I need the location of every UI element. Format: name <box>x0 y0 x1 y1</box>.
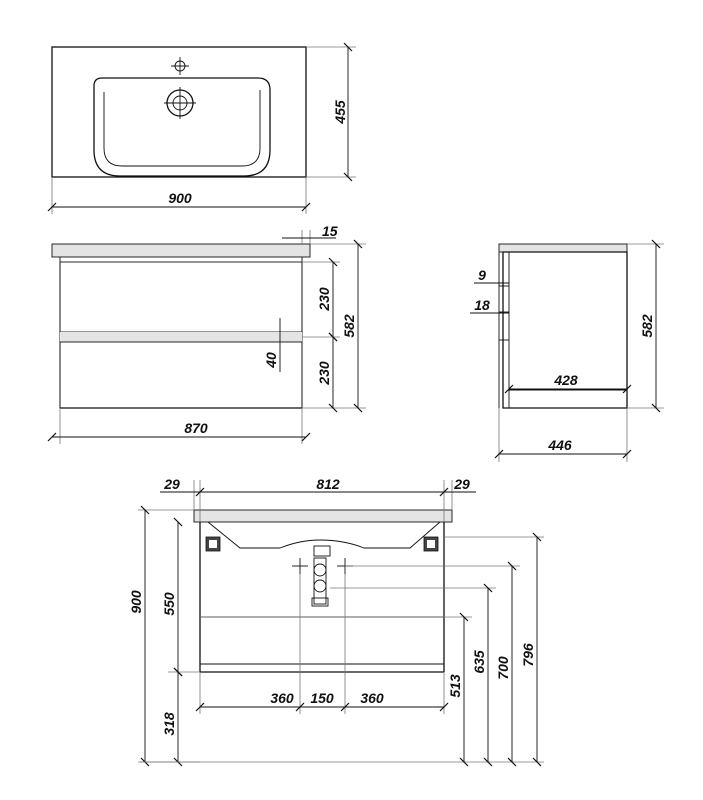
dim-label-700: 700 <box>495 656 511 680</box>
dim-label-230-upper: 230 <box>316 287 332 312</box>
dim-label-360-left: 360 <box>270 690 294 706</box>
dim-label-15: 15 <box>322 223 338 239</box>
dim-label-582-side: 582 <box>639 314 655 338</box>
dim-label-550: 550 <box>161 592 177 616</box>
siphon-icon <box>311 545 331 607</box>
dim-label-446: 446 <box>547 437 572 453</box>
dim-label-360-right: 360 <box>360 690 384 706</box>
dim-label-318: 318 <box>161 712 177 736</box>
top-view-outline <box>51 46 307 178</box>
dim-label-796: 796 <box>520 643 536 667</box>
drawer-lower <box>59 341 303 409</box>
dim-label-455: 455 <box>332 100 348 125</box>
installation-view: 29 812 29 900 550 318 360 150 360 513 63… <box>128 476 544 767</box>
basin-outline <box>93 77 271 177</box>
side-countertop <box>499 244 627 252</box>
dim-label-40: 40 <box>263 352 279 369</box>
dim-label-230-lower: 230 <box>316 361 332 386</box>
dim-label-870: 870 <box>184 420 208 436</box>
drain-icon <box>164 87 196 119</box>
dim-label-428: 428 <box>553 372 578 388</box>
side-view: 9 18 582 428 446 <box>470 239 664 462</box>
dim-label-18: 18 <box>474 297 490 313</box>
dim-label-812: 812 <box>316 476 340 492</box>
front-view: 15 230 230 582 40 870 <box>47 223 366 444</box>
basin-inner-outline <box>103 90 261 167</box>
dim-label-900-wall: 900 <box>128 590 144 614</box>
dim-label-29-right: 29 <box>453 476 470 492</box>
wall-basin-profile <box>207 521 441 549</box>
dim-label-513: 513 <box>447 674 463 698</box>
dim-label-150: 150 <box>310 690 334 706</box>
dim-label-9: 9 <box>478 267 486 283</box>
countertop <box>52 244 310 257</box>
water-inlet-left-icon <box>292 558 308 574</box>
faucet-hole-icon <box>171 57 189 75</box>
dim-label-900-top: 900 <box>168 190 192 206</box>
dim-label-29-left: 29 <box>163 476 180 492</box>
wall-countertop <box>194 510 452 522</box>
dim-label-635: 635 <box>471 650 487 674</box>
top-view: 455 900 <box>47 42 356 214</box>
drawer-handle-gap <box>60 332 302 342</box>
dim-label-582-front: 582 <box>341 314 357 338</box>
drawer-upper <box>59 261 303 333</box>
